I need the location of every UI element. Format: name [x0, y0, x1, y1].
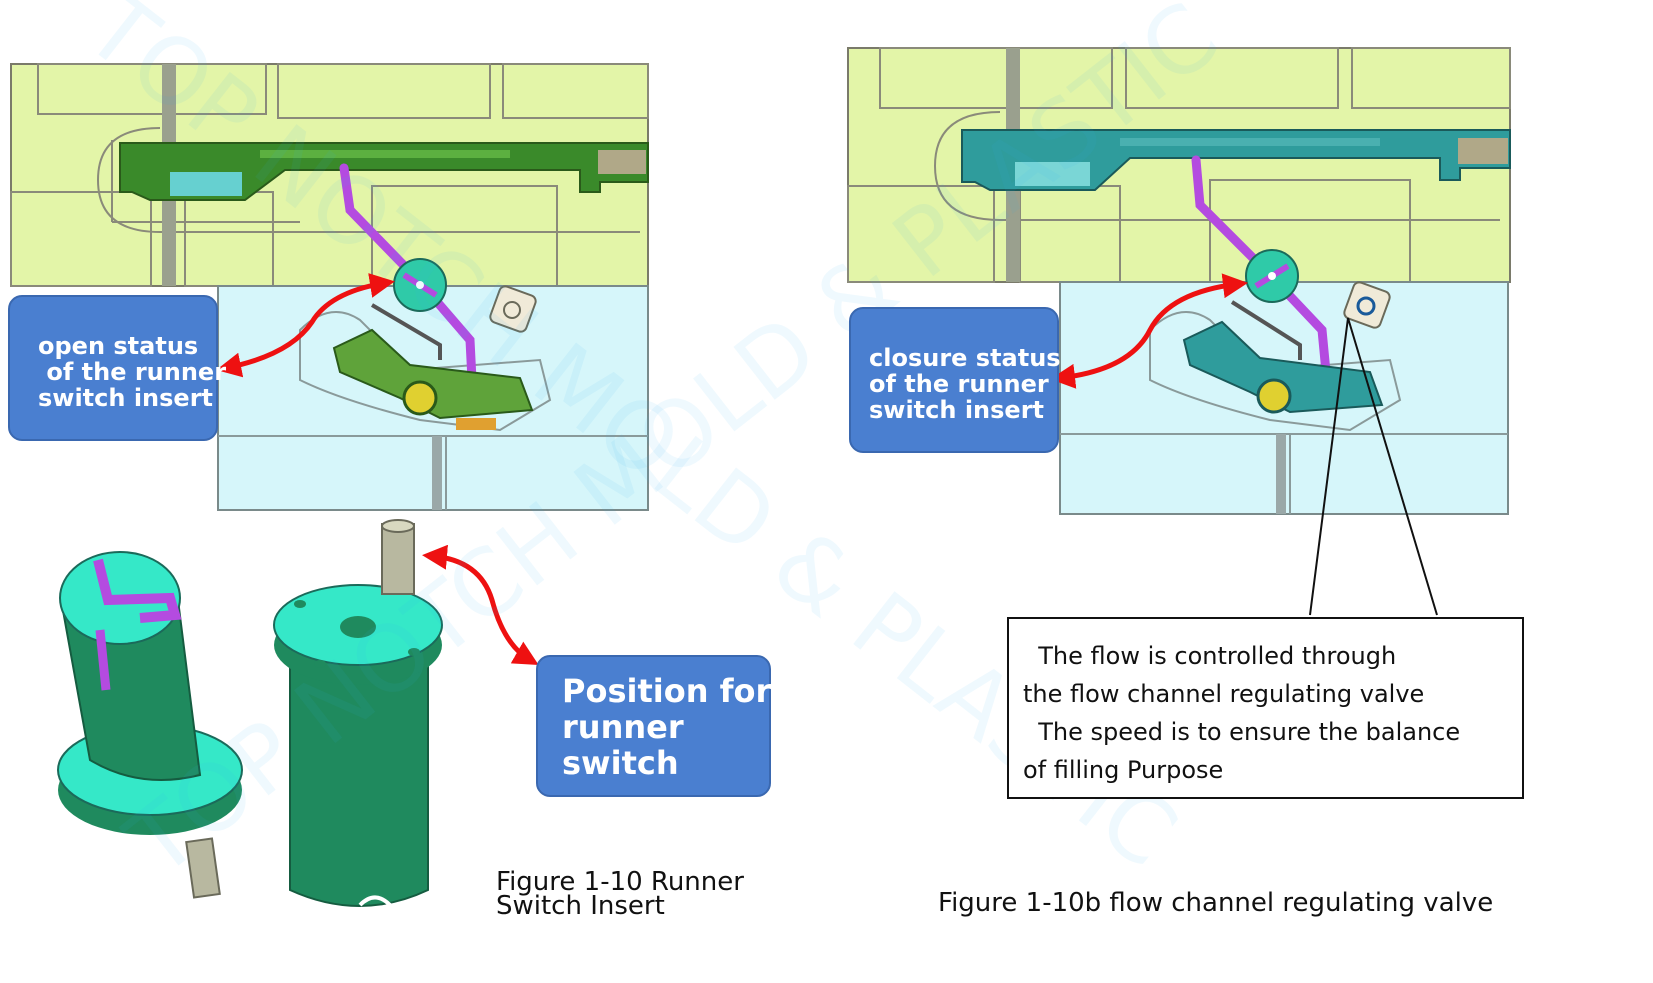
callout-line: open status [38, 332, 199, 360]
callout-pointer [1309, 317, 1438, 616]
callout-line: switch insert [869, 396, 1045, 424]
note-line: the flow channel regulating valve [1023, 680, 1425, 708]
upper-mold-plate [847, 47, 1511, 283]
double-arrow-open [216, 273, 395, 378]
flow-control-note: The flow is controlled through the flow … [1007, 617, 1524, 799]
callout-position-runner-switch: Position for runner switch [536, 655, 771, 797]
lower-guide-bar [432, 436, 442, 510]
figure-caption-1-10b: Figure 1-10b flow channel regulating val… [938, 888, 1494, 918]
lever-pivot [402, 380, 438, 416]
valve-knob [1343, 281, 1391, 329]
upper-mold-plate [10, 63, 649, 287]
caption-line: Figure 1-10 Runner [496, 867, 744, 897]
mold-section-open [10, 63, 649, 511]
callout-line: switch insert [38, 384, 214, 412]
callout-line: of the runner [869, 370, 1049, 398]
position-pin [381, 523, 415, 595]
runner-switch-insert-3d-b [273, 519, 539, 907]
callout-line: of the runner [38, 358, 227, 386]
lever-pivot [1256, 378, 1292, 414]
callout-line: closure status [869, 344, 1061, 372]
callout-closure-status: closure status of the runner switch inse… [849, 307, 1061, 453]
note-line: The flow is controlled through [1023, 642, 1397, 670]
valve-knob [489, 285, 537, 333]
note-line: of filling Purpose [1023, 756, 1224, 784]
callout-line: Position for [562, 672, 772, 710]
caption-line: Figure 1-10b flow channel regulating val… [938, 888, 1494, 918]
double-arrow-closed [1050, 273, 1248, 389]
insert-part-green [119, 142, 649, 201]
double-arrow-position [422, 544, 539, 666]
callout-line: switch [562, 744, 679, 782]
lower-guide-bar [1276, 434, 1286, 514]
figure-caption-1-10: Figure 1-10 Runner Switch Insert [496, 867, 744, 921]
callout-open-status: open status of the runner switch insert [8, 295, 227, 441]
note-line: The speed is to ensure the balance [1023, 718, 1461, 746]
mold-section-closed [847, 47, 1511, 616]
callout-line: runner [562, 708, 684, 746]
caption-line: Switch Insert [496, 891, 665, 921]
runner-switch-insert-3d-a [57, 551, 243, 899]
insert-part-teal [961, 129, 1511, 191]
